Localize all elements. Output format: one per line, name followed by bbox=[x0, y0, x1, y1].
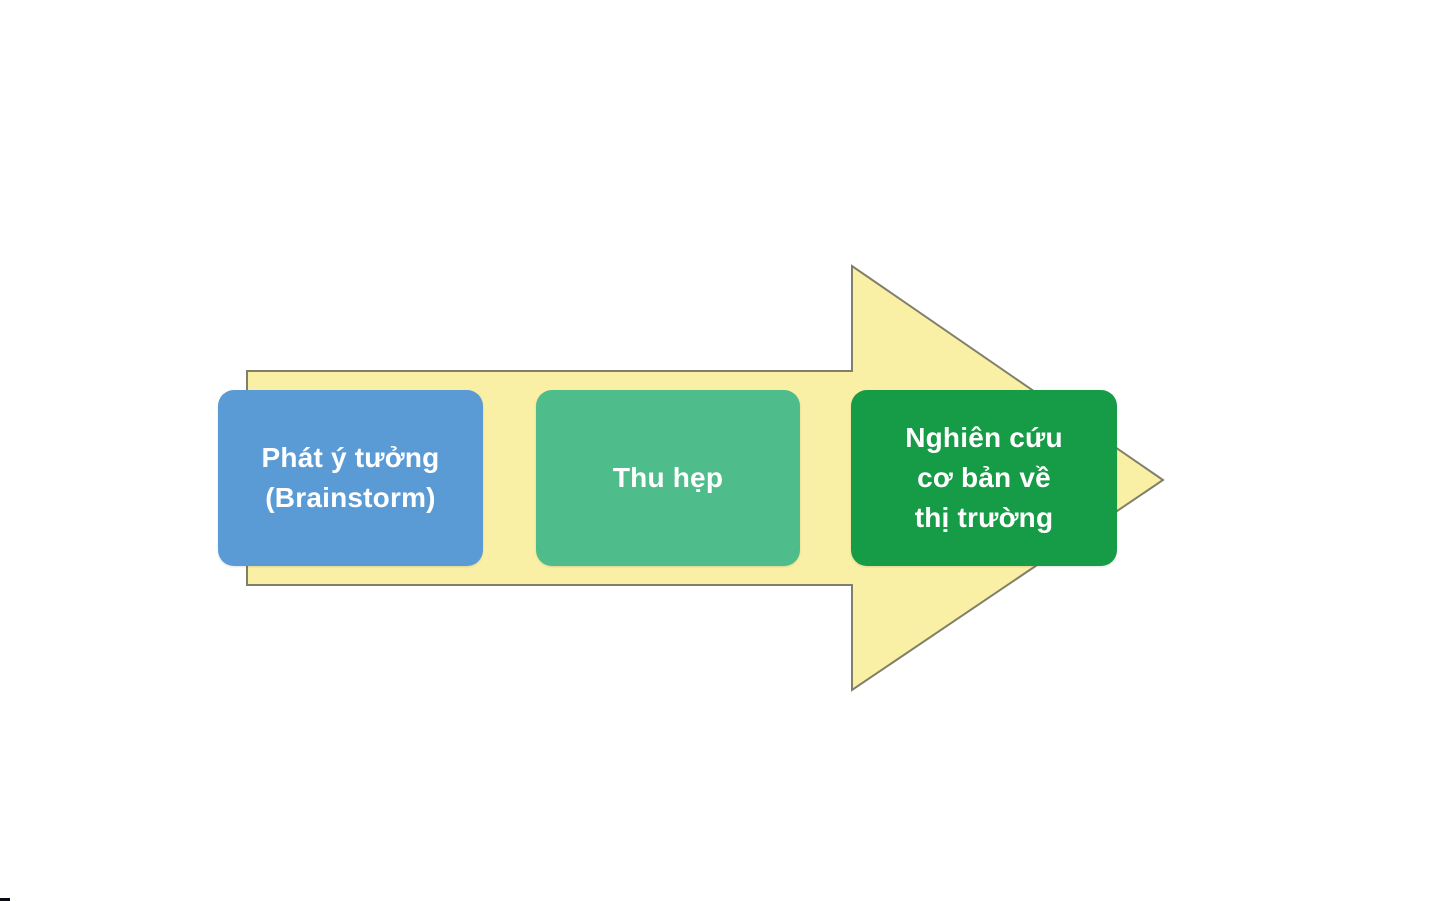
screen-artifact-mark bbox=[0, 898, 10, 901]
step-box-market-research: Nghiên cứu cơ bản về thị trường bbox=[851, 390, 1117, 566]
step-label-narrow-down: Thu hẹp bbox=[612, 462, 724, 494]
step-label-brainstorm: Phát ý tưởng (Brainstorm) bbox=[261, 442, 440, 513]
step-box-brainstorm: Phát ý tưởng (Brainstorm) bbox=[218, 390, 483, 566]
step-label-market-research: Nghiên cứu cơ bản về thị trường bbox=[905, 422, 1063, 533]
step-box-narrow-down: Thu hẹp bbox=[536, 390, 800, 566]
